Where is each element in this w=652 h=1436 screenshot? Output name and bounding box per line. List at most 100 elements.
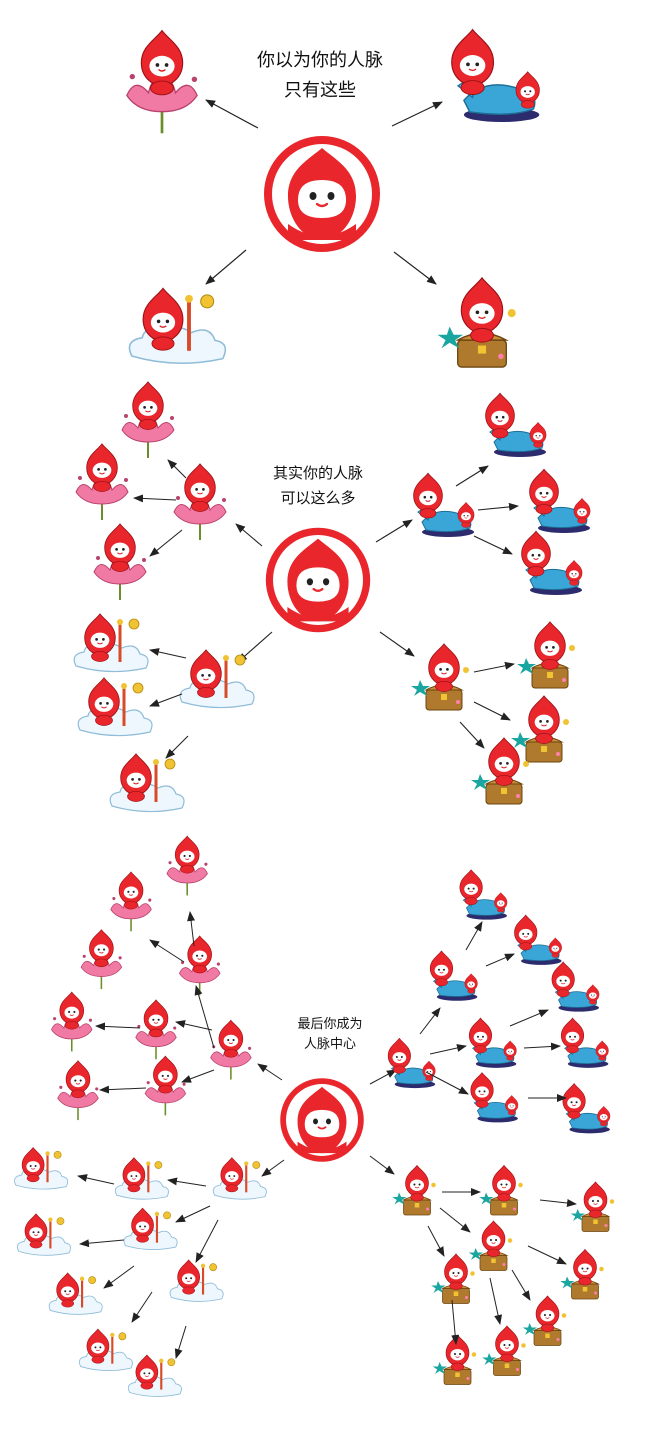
arrow [369, 1069, 397, 1085]
arrow [95, 1022, 141, 1031]
arrow [165, 735, 189, 759]
arrow [451, 1299, 460, 1345]
hub-logo-icon [264, 526, 372, 634]
mascot-on-treasure-chest-icon [433, 1335, 477, 1385]
mascot-with-blue-dolphin-icon [469, 1018, 516, 1068]
arrow [379, 631, 415, 657]
arrow [195, 1219, 219, 1263]
mascot-on-cloud-with-bird-icon [128, 1355, 181, 1397]
arrow [205, 99, 259, 129]
mascot-on-treasure-chest-icon [392, 1165, 436, 1215]
arrow [539, 1199, 577, 1207]
arrow [133, 494, 177, 503]
arrow [261, 1159, 285, 1177]
arrow [455, 465, 489, 487]
section-2-caption-line-2: 可以这么多 [280, 489, 355, 507]
hub-logo-icon [262, 134, 382, 254]
mascot-with-blue-dolphin-icon [460, 870, 507, 920]
mascot-on-lotus-icon [136, 1000, 177, 1059]
arrow [511, 1269, 531, 1301]
arrow [527, 1245, 567, 1265]
arrow [149, 529, 183, 557]
treasure-tree [392, 1165, 614, 1384]
mascot-on-treasure-chest-icon [523, 1296, 567, 1346]
mascot-on-lotus-icon [58, 1061, 99, 1120]
mascot-on-cloud-with-bird-icon [180, 650, 254, 708]
section-2-caption-line-1: 其实你的人脉 [273, 464, 363, 482]
mascot-with-blue-dolphin-icon [430, 951, 477, 1001]
arrow [429, 1044, 467, 1055]
arrow [205, 249, 247, 285]
arrow [194, 985, 215, 1049]
arrow [489, 1277, 502, 1325]
mascot-on-lotus-icon [167, 836, 208, 895]
arrow [509, 1009, 549, 1027]
mascot-on-treasure-chest-icon [511, 696, 569, 762]
mascot-with-blue-dolphin-icon [414, 473, 475, 537]
section-1: 你以为你的人脉 只有这些 [127, 30, 540, 368]
mascot-on-lotus-icon [174, 464, 226, 540]
mascot-with-blue-dolphin-icon [530, 469, 591, 533]
arrow [391, 101, 443, 127]
section-1-caption-line-1: 你以为你的人脉 [257, 50, 383, 71]
mascot-on-treasure-chest-icon [437, 278, 515, 367]
arrow [425, 1071, 469, 1095]
arrow [79, 1239, 125, 1248]
mascot-on-treasure-chest-icon [469, 1221, 513, 1271]
section-1-caption-line-2: 只有这些 [284, 80, 356, 101]
mascot-on-treasure-chest-icon [431, 1254, 475, 1304]
cloud-tree [15, 1148, 267, 1397]
mascot-on-cloud-with-bird-icon [110, 754, 184, 812]
arrow [427, 1225, 445, 1257]
arrow [257, 1063, 283, 1081]
arrow [393, 251, 437, 285]
mascot-on-cloud-with-bird-icon [17, 1214, 70, 1256]
mascot-on-treasure-chest-icon [471, 738, 529, 804]
mascot-with-blue-dolphin-icon [486, 393, 546, 457]
mascot-on-lotus-icon [81, 930, 122, 989]
mascot-on-lotus-icon [122, 382, 174, 458]
mascot-on-cloud-with-bird-icon [49, 1273, 102, 1315]
arrow [465, 921, 483, 951]
arrow [167, 1177, 207, 1187]
arrow [187, 911, 196, 947]
mascot-on-treasure-chest-icon [517, 622, 575, 688]
mascot-on-cloud-with-bird-icon [213, 1158, 266, 1200]
mascot-on-lotus-icon [76, 444, 128, 520]
arrow [131, 1291, 153, 1323]
arrow [235, 523, 263, 547]
mascot-on-cloud-with-bird-icon [129, 288, 225, 363]
dolphin-tree [388, 870, 610, 1133]
arrow [375, 519, 413, 543]
arrow [149, 939, 185, 963]
arrow [99, 1085, 147, 1094]
arrow [103, 1265, 135, 1289]
mascot-on-cloud-with-bird-icon [124, 1208, 177, 1250]
mascot-on-lotus-icon [211, 1020, 252, 1079]
mascot-on-treasure-chest-icon [479, 1165, 523, 1215]
arrow [473, 661, 515, 673]
arrow [523, 1042, 561, 1051]
arrow [174, 1325, 187, 1359]
mascot-with-blue-dolphin-icon [561, 1018, 608, 1068]
arrow [473, 535, 513, 555]
arrow [473, 701, 511, 721]
arrow [459, 721, 485, 749]
arrow [77, 1174, 115, 1185]
mascot-on-lotus-icon [145, 1056, 186, 1115]
mascot-on-treasure-chest-icon [571, 1182, 615, 1232]
mascot-on-cloud-with-bird-icon [15, 1148, 68, 1190]
arrow [175, 1020, 213, 1031]
mascot-on-cloud-with-bird-icon [78, 678, 152, 736]
mascot-with-blue-dolphin-icon [452, 30, 540, 123]
mascot-with-blue-dolphin-icon [514, 915, 561, 965]
arrow [477, 502, 519, 511]
hub-logo-icon [279, 1077, 365, 1163]
arrow [149, 693, 183, 707]
arrow [369, 1155, 395, 1175]
arrow [439, 1207, 471, 1233]
arrow [419, 1007, 441, 1035]
section-2: 其实你的人脉 可以这么多 [74, 382, 590, 812]
mascot-with-blue-dolphin-icon [563, 1084, 610, 1134]
